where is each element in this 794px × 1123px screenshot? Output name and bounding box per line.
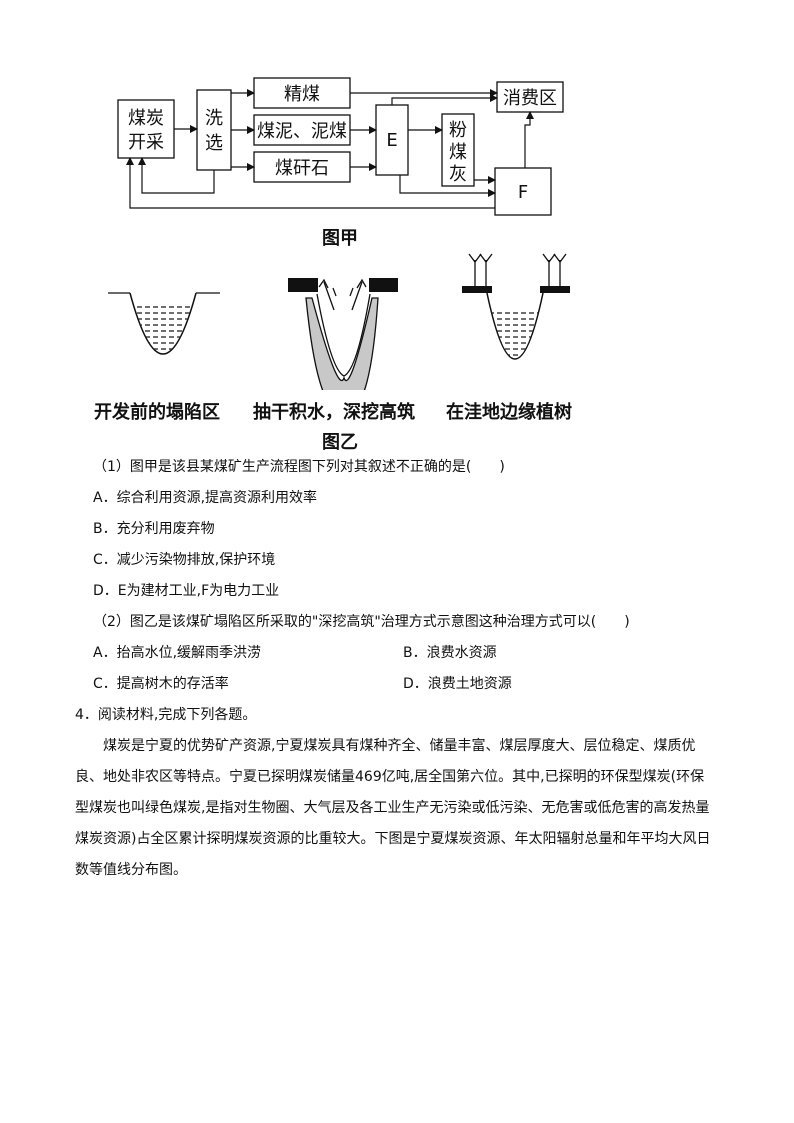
q4-paragraph: 煤炭是宁夏的优势矿产资源,宁夏煤炭具有煤种齐全、储量丰富、煤层厚度大、层位稳定、… xyxy=(75,731,717,886)
label-coal-mining-2: 开采 xyxy=(128,132,164,153)
label-washing-2: 选 xyxy=(205,133,223,154)
q1-option-b: B．充分利用废弃物 xyxy=(93,521,215,537)
q4-stem: 4．阅读材料,完成下列各题。 xyxy=(75,707,257,723)
label-consumption: 消费区 xyxy=(503,88,557,109)
label-clean-coal: 精煤 xyxy=(284,84,320,105)
q2-stem: （2）图乙是该煤矿塌陷区所采取的"深挖高筑"治理方式示意图这种治理方式可以( ) xyxy=(93,614,630,630)
panel-plant-trees xyxy=(462,253,570,360)
q1-option-d: D．E为建材工业,F为电力工业 xyxy=(93,583,280,599)
q2-option-d: D．浪费土地资源 xyxy=(403,676,512,692)
figure-b-label-2: 抽干积水，深挖高筑 xyxy=(253,402,415,423)
label-washing-1: 洗 xyxy=(205,108,223,129)
label-e: E xyxy=(386,130,397,151)
panel-drain-and-dig xyxy=(288,278,398,390)
q1-option-a: A．综合利用资源,提高资源利用效率 xyxy=(93,490,318,506)
label-fly-ash-3: 灰 xyxy=(449,164,467,185)
q4-paragraph-text: 煤炭是宁夏的优势矿产资源,宁夏煤炭具有煤种齐全、储量丰富、煤层厚度大、层位稳定、… xyxy=(75,738,711,878)
q2-option-b: B．浪费水资源 xyxy=(403,645,497,661)
label-f: F xyxy=(518,182,528,203)
flowchart-figure: 煤炭 开采 洗 选 精煤 煤泥、泥煤 煤矸石 E 粉 煤 灰 消费区 F xyxy=(117,77,564,216)
label-fly-ash-2: 煤 xyxy=(449,142,467,163)
label-gangue: 煤矸石 xyxy=(275,158,329,179)
label-coal-mining-1: 煤炭 xyxy=(128,108,164,129)
subsidence-figure xyxy=(108,253,570,390)
figure-b-label-3: 在洼地边缘植树 xyxy=(446,402,572,423)
q1-option-c: C．减少污染物排放,保护环境 xyxy=(93,552,276,568)
box-fly-ash xyxy=(441,113,475,187)
box-washing xyxy=(196,89,232,171)
label-fly-ash-1: 粉 xyxy=(449,120,467,141)
figure-b-caption: 图乙 xyxy=(322,432,358,453)
label-slime-coal: 煤泥、泥煤 xyxy=(257,121,347,142)
q2-option-a: A．抬高水位,缓解雨季洪涝 xyxy=(93,645,262,661)
panel-before-development xyxy=(108,292,220,355)
q1-stem: （1）图甲是该县某煤矿生产流程图下列对其叙述不正确的是( ) xyxy=(93,459,505,475)
figure-a-caption: 图甲 xyxy=(322,228,358,249)
figure-b-label-1: 开发前的塌陷区 xyxy=(94,402,220,423)
q2-option-c: C．提高树木的存活率 xyxy=(93,676,229,692)
